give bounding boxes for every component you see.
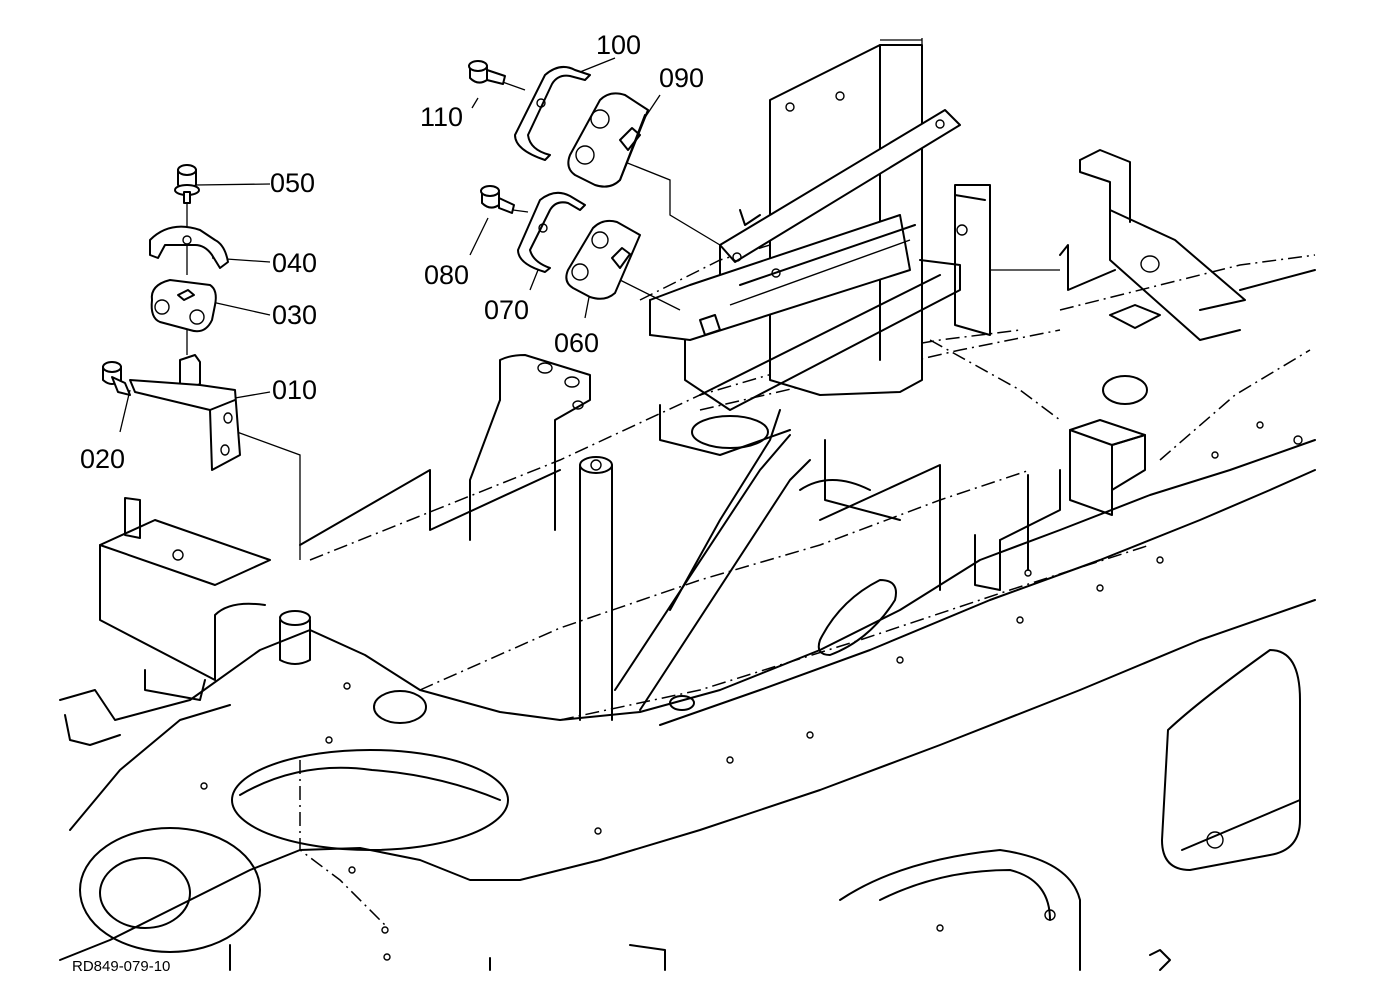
bolt-050[interactable] [174, 164, 200, 204]
part-labels: 100 090 110 050 040 030 010 020 080 070 … [72, 30, 704, 975]
mounting-bracket-assembly [649, 44, 961, 411]
label-100: 100 [596, 30, 641, 60]
bolt-080[interactable] [480, 185, 515, 214]
label-070: 070 [484, 295, 529, 325]
label-040: 040 [272, 248, 317, 278]
bolt-020[interactable] [102, 361, 131, 396]
label-020: 020 [80, 444, 125, 474]
label-080: 080 [424, 260, 469, 290]
drawing-code: RD849-079-10 [72, 958, 170, 975]
label-060: 060 [554, 328, 599, 358]
bracket-010[interactable] [129, 354, 241, 471]
clamp-cover-040[interactable] [149, 225, 229, 269]
label-110: 110 [420, 102, 463, 132]
clamp-block-030[interactable] [150, 279, 217, 333]
label-090: 090 [659, 63, 704, 93]
clamp-cover-070[interactable] [517, 191, 586, 273]
bolt-110[interactable] [468, 60, 506, 85]
label-030: 030 [272, 300, 317, 330]
label-010: 010 [272, 375, 317, 405]
clamp-block-060[interactable] [565, 219, 641, 300]
clamp-block-090[interactable] [567, 92, 649, 188]
main-frame [59, 149, 1316, 971]
label-050: 050 [270, 168, 315, 198]
clamp-cover-100[interactable] [514, 65, 591, 161]
